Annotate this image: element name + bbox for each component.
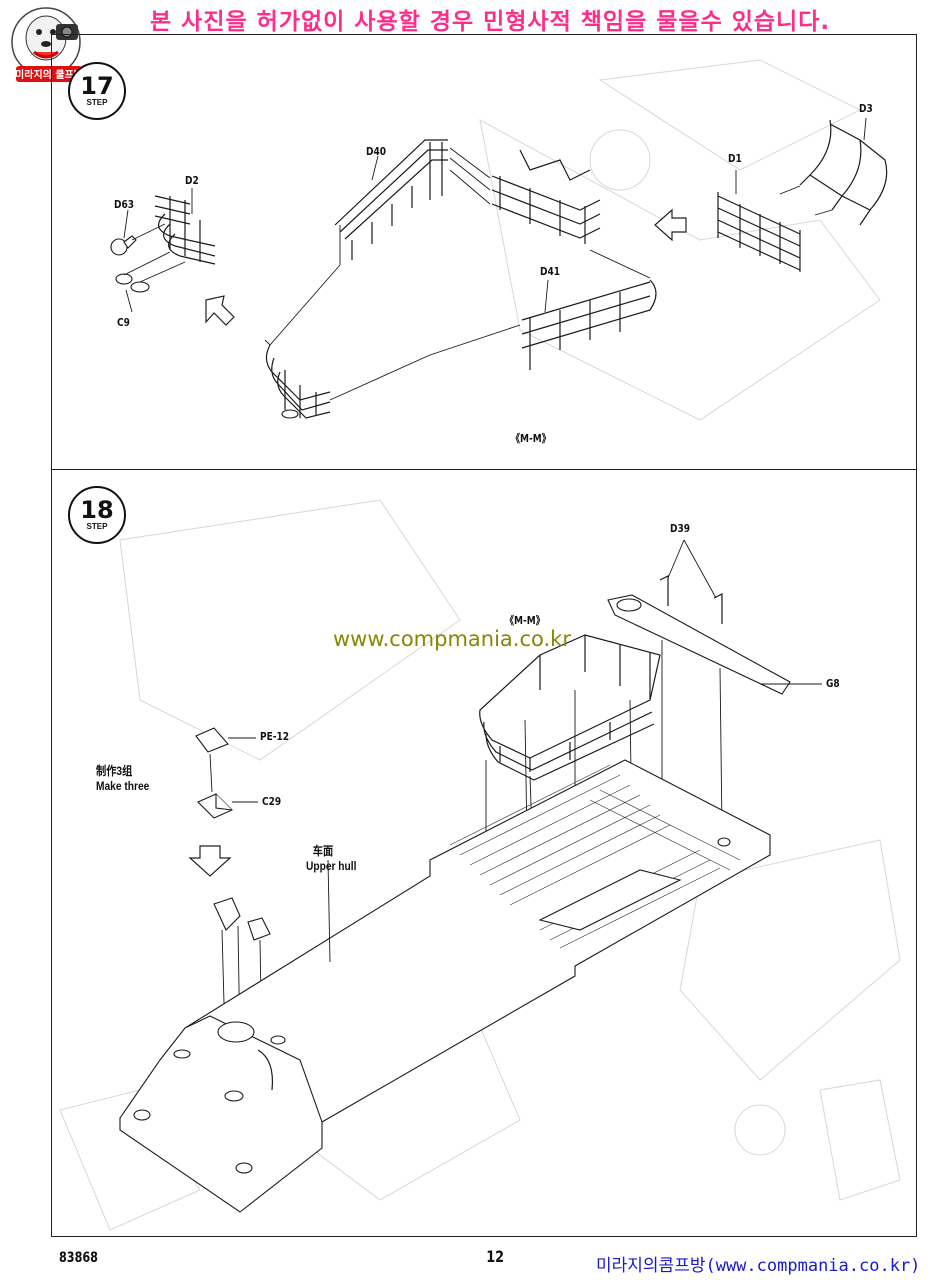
label-d41: D41 bbox=[540, 265, 561, 278]
part-c29-block bbox=[197, 793, 258, 819]
label-c9: C9 bbox=[117, 316, 130, 329]
make-three-en: Make three bbox=[96, 779, 150, 793]
part-d1-rail-panel bbox=[717, 170, 801, 272]
upper-hull bbox=[119, 759, 771, 1213]
footer-site-link[interactable]: 미라지의콤프방(www.compmania.co.kr) bbox=[596, 1256, 921, 1276]
part-d39-handles bbox=[659, 539, 723, 624]
make-three-note: 制作3组 Make three bbox=[96, 764, 149, 794]
part-rear-cage bbox=[449, 147, 601, 244]
label-pe12: PE-12 bbox=[260, 730, 290, 743]
d63-leader bbox=[123, 209, 129, 239]
site-watermark: www.compmania.co.kr bbox=[333, 627, 571, 651]
upper-hull-zh: 车面 bbox=[312, 844, 334, 858]
label-d2: D2 bbox=[185, 174, 199, 187]
label-d3: D3 bbox=[859, 102, 873, 115]
label-d1: D1 bbox=[728, 152, 742, 165]
label-d63: D63 bbox=[114, 198, 135, 211]
mascot-logo: 미라지의 쿨프방 bbox=[11, 7, 84, 82]
step-18-badge: 18 STEP bbox=[68, 486, 126, 544]
step-17-badge: 17 STEP bbox=[68, 62, 126, 120]
part-d40-rail-cage bbox=[264, 139, 448, 346]
upper-hull-note: 车面 Upper hull bbox=[306, 844, 356, 874]
left-arrow-icon bbox=[654, 208, 687, 242]
page-number: 12 bbox=[486, 1247, 505, 1266]
label-d39: D39 bbox=[670, 522, 691, 535]
part-d41-side-rail bbox=[521, 249, 657, 370]
part-c9-pair bbox=[115, 251, 186, 313]
down-arrow-icon bbox=[205, 295, 235, 326]
kit-code: 83868 bbox=[59, 1250, 98, 1266]
view-label-mm-18: 《M-M》 bbox=[505, 614, 545, 627]
step-divider bbox=[51, 469, 917, 470]
part-d2-small-rail bbox=[154, 195, 216, 265]
label-g8: G8 bbox=[826, 677, 840, 690]
upper-hull-en: Upper hull bbox=[306, 859, 357, 873]
make-three-zh: 制作3组 bbox=[96, 764, 133, 778]
part-g8-bracket bbox=[607, 594, 822, 831]
label-d40: D40 bbox=[366, 145, 387, 158]
part-front-cage bbox=[265, 324, 521, 419]
copyright-warning: 본 사진을 허가없이 사용할 경우 민형사적 책임을 물을수 있습니다. bbox=[150, 9, 831, 35]
label-c29: C29 bbox=[262, 795, 282, 808]
view-label-mm-17: 《M-M》 bbox=[511, 432, 551, 445]
part-pe12-plate bbox=[195, 727, 256, 793]
mascot-caption: 미라지의 쿨프방 bbox=[15, 68, 84, 81]
down-arrow-icon-2 bbox=[188, 845, 232, 877]
step-18-word: STEP bbox=[86, 522, 108, 531]
step-17-word: STEP bbox=[86, 98, 108, 107]
part-d3-frame bbox=[779, 117, 888, 226]
step-17-number: 17 bbox=[80, 72, 114, 100]
instruction-frame bbox=[51, 34, 917, 1237]
part-d63-light bbox=[110, 223, 166, 256]
step-18-number: 18 bbox=[80, 496, 114, 524]
